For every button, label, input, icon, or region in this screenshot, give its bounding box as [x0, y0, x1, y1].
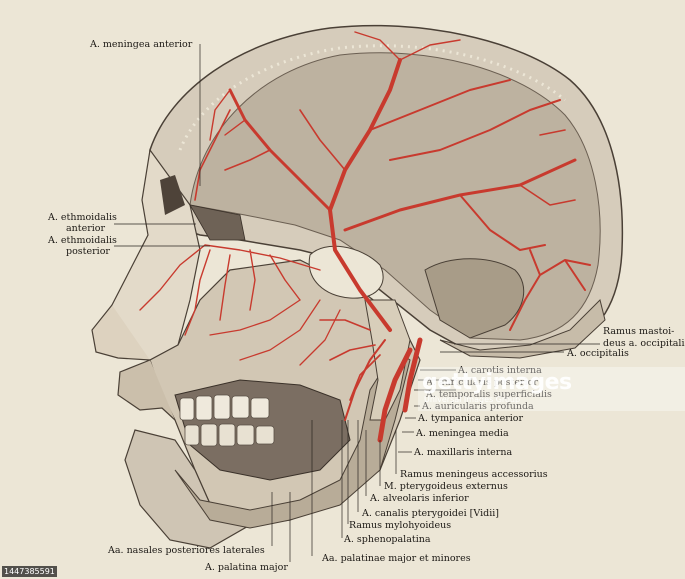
label-ramus-mastoideus-1: Ramus mastoi- — [603, 326, 674, 337]
label-ramus-mylohyoideus: Ramus mylohyoideus — [349, 520, 451, 531]
label-ethmoidalis-posterior-1: A. ethmoidalis — [47, 235, 117, 246]
label-alveolaris-inferior: A. alveolaris inferior — [369, 493, 469, 504]
label-tympanica-anterior: A. tympanica anterior — [417, 413, 524, 424]
leader-lines — [114, 44, 600, 562]
label-temporalis-superficialis: A. temporalis superficialis — [425, 389, 552, 400]
label-ramus-mastoideus-2: deus a. occipitalis — [603, 338, 685, 349]
artery-meningea-media-branch-5 — [209, 31, 461, 141]
artery-sphenopalatina — [319, 319, 381, 401]
label-auricularis-posterior: A. auricularis posterior — [425, 377, 538, 388]
watermark-band — [418, 367, 685, 411]
label-sphenopalatina: A. sphenopalatina — [343, 534, 431, 545]
artery-meningea-media-branch-3 — [459, 194, 546, 251]
label-auricularis-profunda: A. auricularis profunda — [421, 401, 534, 412]
skull-illustration — [91, 24, 624, 549]
label-palatina-major: A. palatina major — [204, 562, 288, 573]
upper-lip — [117, 359, 176, 421]
lower-teeth — [184, 423, 275, 447]
orbit — [189, 204, 246, 241]
artery-ethmoidalis-network — [139, 244, 321, 336]
label-pterygoideus-externus: M. pterygoideus externus — [384, 481, 508, 492]
arteries — [139, 31, 591, 443]
label-palatinae-major-minores: Aa. palatinae major et minores — [321, 553, 471, 564]
label-ethmoidalis-posterior-2: posterior — [66, 246, 110, 257]
temporal-bone — [424, 258, 525, 339]
artery-maxillaris-interna — [377, 347, 413, 443]
image-id-tag: 1447385591 — [2, 566, 57, 577]
artery-meningea-anterior — [194, 109, 231, 201]
label-ethmoidalis-anterior-1: A. ethmoidalis — [47, 212, 117, 223]
frontal-sinus — [160, 175, 185, 215]
artery-meningea-media-trunk — [328, 58, 402, 332]
artery-meningea-media-branch-1 — [369, 79, 511, 131]
sella-region — [308, 245, 384, 299]
watermark-logo: gettyimages — [422, 370, 572, 395]
label-nasales-posteriores: Aa. nasales posteriores laterales — [107, 545, 265, 556]
label-ramus-meningeus-accessorius: Ramus meningeus accessorius — [400, 469, 548, 480]
label-meningea-media: A. meningea media — [415, 428, 509, 439]
label-ethmoidalis-anterior-2: anterior — [66, 223, 106, 234]
label-canalis-pterygoidei: A. canalis pterygoidei [Vidii] — [361, 508, 499, 519]
upper-teeth — [179, 394, 270, 421]
watermark-credit: Universal Images Group — [424, 395, 521, 404]
labels: A. meningea anterior A. ethmoidalis ante… — [47, 39, 685, 573]
artery-carotis-externa — [402, 337, 423, 413]
artery-ramus-mastoideus — [509, 249, 591, 331]
artery-meningea-media-branch-4 — [224, 109, 576, 206]
label-meningea-anterior: A. meningea anterior — [89, 39, 193, 50]
label-carotis-interna: A. carotis interna — [457, 365, 542, 376]
label-occipitalis: A. occipitalis — [566, 348, 629, 359]
occipital-base — [439, 299, 606, 359]
label-maxillaris-interna: A. maxillaris interna — [413, 447, 512, 458]
artery-meningea-media-branch-2 — [389, 99, 561, 161]
nasal-tip — [91, 304, 151, 361]
artery-alveolaris-inferior — [344, 339, 386, 421]
